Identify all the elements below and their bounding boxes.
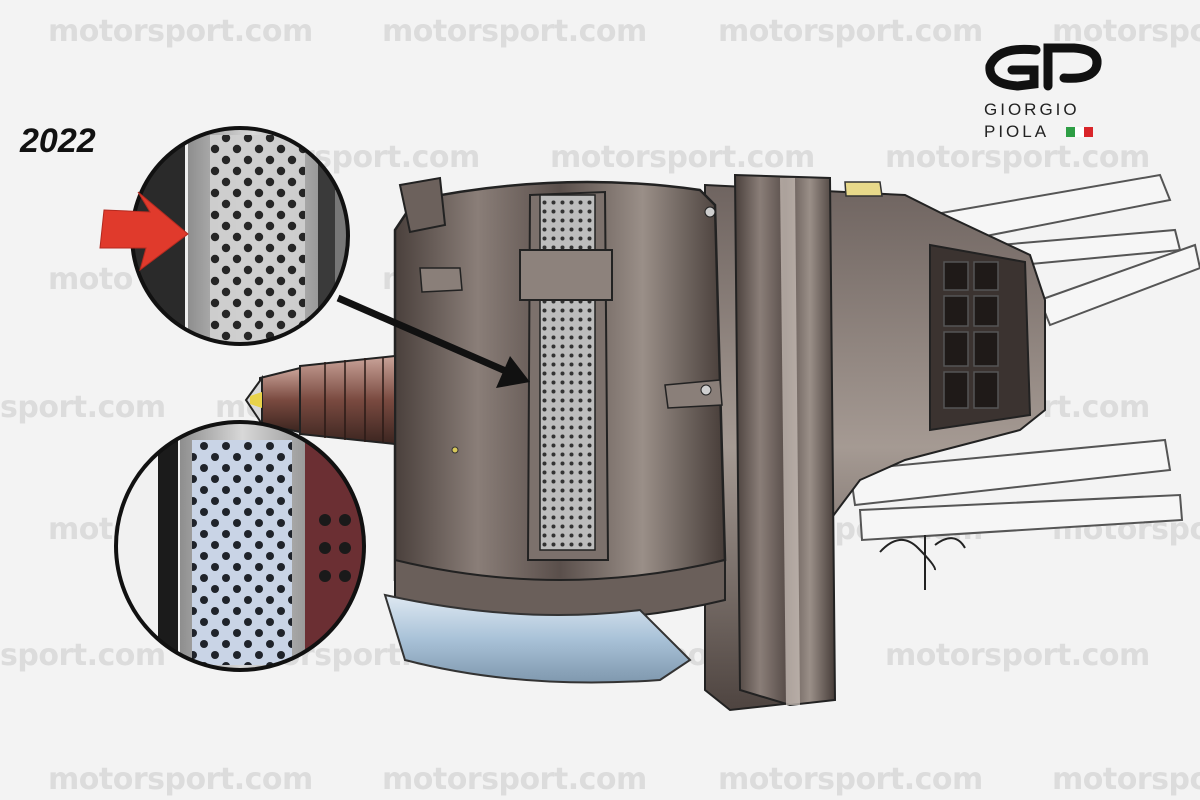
year-label: 2022	[20, 122, 96, 160]
gp-logo-icon	[985, 43, 1102, 91]
red-arrow-icon	[99, 191, 189, 272]
artist-signature	[879, 535, 966, 590]
black-arrow-icon	[336, 294, 530, 388]
brake-drum	[393, 176, 727, 621]
flag-red	[1084, 127, 1093, 137]
brand-name-line1: GIORGIO	[984, 100, 1080, 119]
hub-nut	[244, 354, 396, 446]
brand-name-line2: PIOLA	[984, 122, 1050, 141]
flag-green	[1066, 127, 1075, 137]
giorgio-piola-logo: GIORGIO PIOLA	[978, 38, 1118, 148]
italian-flag-icon	[1066, 127, 1093, 137]
suspension-arms	[848, 173, 1200, 542]
flag-white	[1075, 127, 1084, 137]
duct-housing	[704, 173, 1046, 712]
lower-blue-part	[383, 593, 692, 684]
